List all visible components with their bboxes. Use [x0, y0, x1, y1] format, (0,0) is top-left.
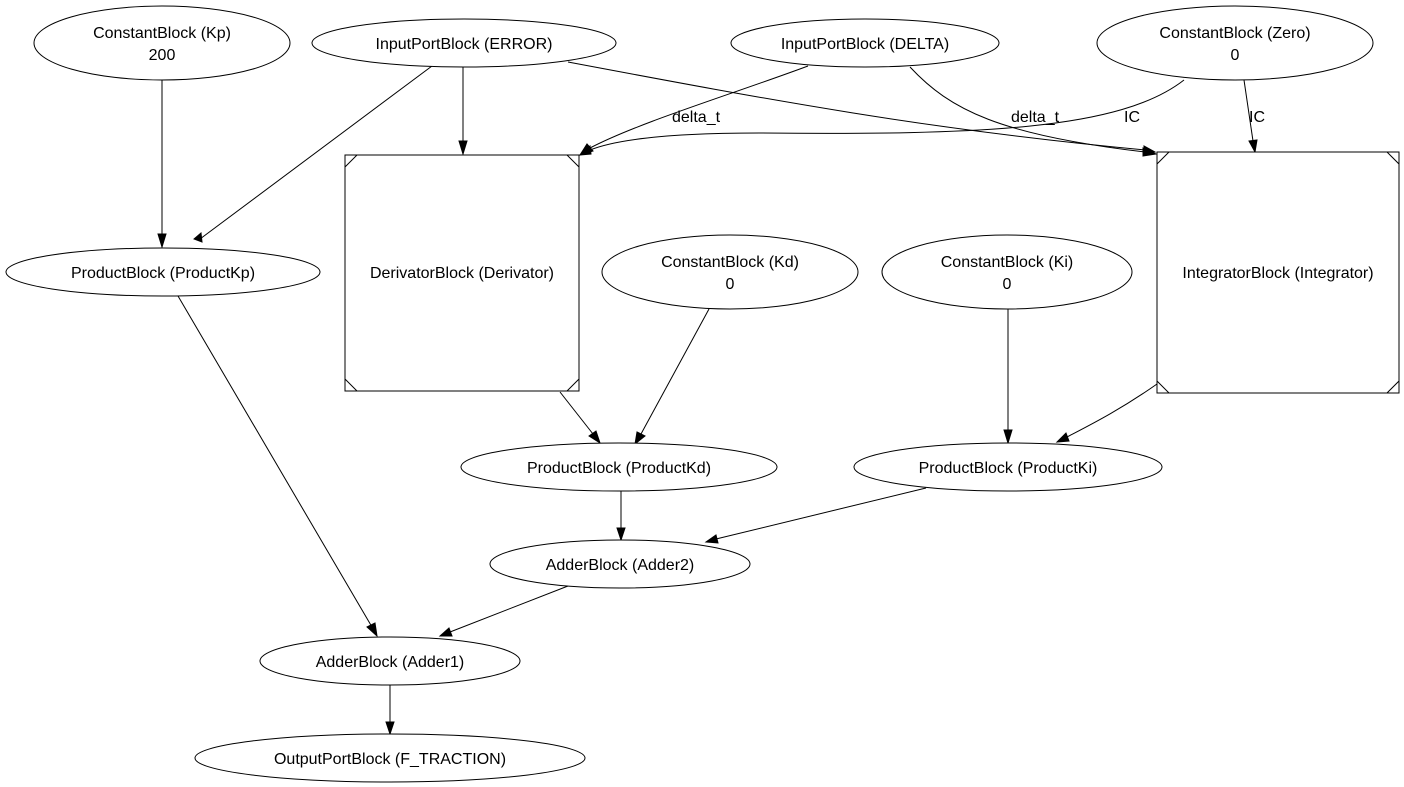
node-constant-kp-label: ConstantBlock (Kp): [93, 25, 231, 42]
node-integrator[interactable]: IntegratorBlock (Integrator): [1156, 151, 1400, 394]
node-product-kp-label: ProductBlock (ProductKp): [71, 265, 255, 282]
node-constant-kd[interactable]: ConstantBlock (Kd) 0: [601, 234, 859, 310]
edge-productkp-to-adder1: [177, 295, 378, 638]
edge-productkd-to-adder2: [616, 491, 626, 542]
node-constant-zero-value: 0: [1231, 47, 1240, 64]
node-constant-kp[interactable]: ConstantBlock (Kp) 200: [33, 5, 291, 81]
nodes: ConstantBlock (Kp) 200 InputPortBlock (E…: [5, 5, 1400, 783]
node-product-ki[interactable]: ProductBlock (ProductKi): [853, 442, 1163, 492]
edge-error-to-productkp: [193, 65, 433, 243]
node-input-error[interactable]: InputPortBlock (ERROR): [311, 18, 617, 68]
edge-label-ic-integrator: IC: [1249, 109, 1265, 126]
node-constant-ki-value: 0: [1003, 276, 1012, 293]
node-output-traction-label: OutputPortBlock (F_TRACTION): [274, 751, 506, 768]
node-constant-kp-value: 200: [149, 47, 176, 64]
edge-kp-to-productkp: [157, 80, 167, 249]
node-product-kp[interactable]: ProductBlock (ProductKp): [5, 247, 321, 297]
edge-ki-to-productki: [1003, 309, 1013, 445]
node-product-kd-label: ProductBlock (ProductKd): [527, 460, 711, 477]
edges: [157, 61, 1258, 736]
node-constant-kd-label: ConstantBlock (Kd): [661, 254, 799, 271]
edge-label-delta-integrator: delta_t: [1011, 109, 1060, 126]
node-adder1[interactable]: AdderBlock (Adder1): [259, 636, 521, 686]
node-input-delta-label: InputPortBlock (DELTA): [781, 36, 949, 53]
node-derivator-label: DerivatorBlock (Derivator): [370, 265, 554, 282]
node-input-error-label: InputPortBlock (ERROR): [376, 36, 553, 53]
edge-labels: delta_t delta_t IC IC: [672, 109, 1265, 126]
edge-productki-to-adder2: [704, 487, 927, 544]
node-constant-zero[interactable]: ConstantBlock (Zero) 0: [1096, 5, 1374, 81]
node-input-delta[interactable]: InputPortBlock (DELTA): [730, 18, 1000, 68]
edge-zero-to-integrator: [1243, 79, 1258, 154]
edge-adder2-to-adder1: [438, 585, 569, 637]
node-constant-zero-label: ConstantBlock (Zero): [1159, 25, 1310, 42]
node-product-ki-label: ProductBlock (ProductKi): [919, 460, 1098, 477]
edge-integrator-to-productki: [1055, 383, 1158, 443]
node-adder2-label: AdderBlock (Adder2): [546, 557, 695, 574]
node-constant-kd-value: 0: [726, 276, 735, 293]
edge-label-ic-derivator: IC: [1124, 109, 1140, 126]
edge-label-delta-derivator: delta_t: [672, 109, 721, 126]
node-product-kd[interactable]: ProductBlock (ProductKd): [460, 442, 778, 492]
edge-kd-to-productkd: [634, 308, 710, 446]
edge-zero-to-derivator: [578, 79, 1185, 156]
edge-adder1-to-output: [385, 684, 395, 736]
edge-delta-to-integrator: [909, 66, 1158, 157]
node-adder1-label: AdderBlock (Adder1): [316, 654, 465, 671]
node-integrator-label: IntegratorBlock (Integrator): [1182, 265, 1373, 282]
node-adder2[interactable]: AdderBlock (Adder2): [489, 539, 751, 589]
edge-derivator-to-productkd: [559, 391, 601, 445]
node-constant-ki[interactable]: ConstantBlock (Ki) 0: [881, 234, 1133, 310]
node-output-traction[interactable]: OutputPortBlock (F_TRACTION): [194, 733, 586, 783]
edge-error-to-derivator: [458, 67, 468, 156]
node-derivator[interactable]: DerivatorBlock (Derivator): [344, 154, 580, 392]
node-constant-ki-label: ConstantBlock (Ki): [941, 254, 1074, 271]
